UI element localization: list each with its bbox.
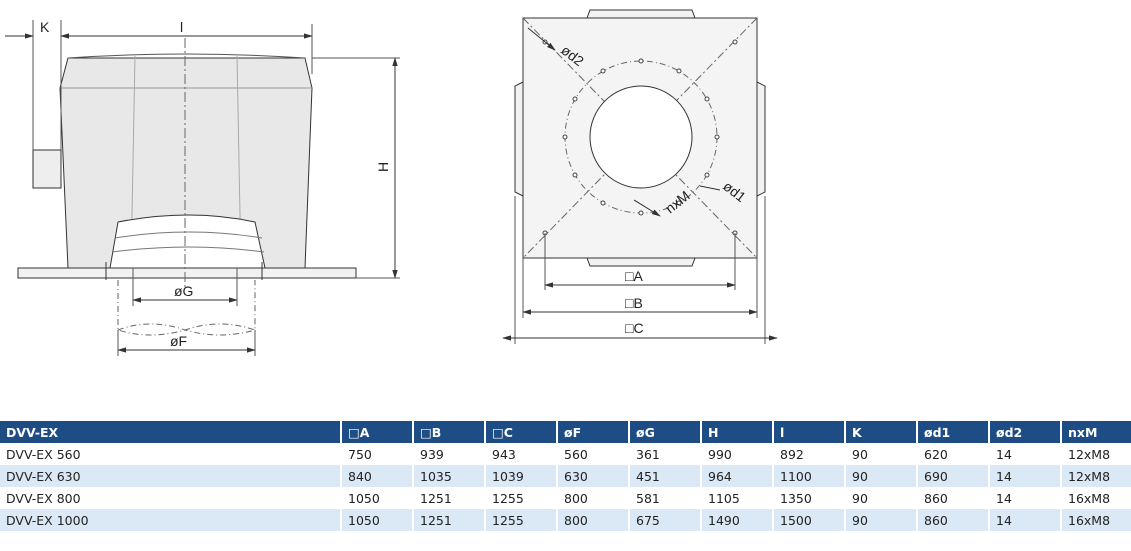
col-header-l: l <box>772 421 845 443</box>
table-cell: 12xM8 <box>1060 443 1131 465</box>
table-cell: 1100 <box>772 465 845 487</box>
table-cell: 620 <box>916 443 989 465</box>
col-header-d1: ød1 <box>916 421 989 443</box>
table-cell: 860 <box>916 487 989 509</box>
label-k: K <box>40 19 50 35</box>
table-cell: 1255 <box>484 487 557 509</box>
col-header-a: □A <box>340 421 413 443</box>
table-cell: 560 <box>556 443 629 465</box>
table-cell: 630 <box>556 465 629 487</box>
col-header-d2: ød2 <box>988 421 1061 443</box>
table-cell: DVV-EX 800 <box>0 487 341 509</box>
table-cell: 361 <box>628 443 701 465</box>
col-header-nxm: nxM <box>1060 421 1131 443</box>
table-cell: 1035 <box>412 465 485 487</box>
table-cell: 1251 <box>412 487 485 509</box>
table-cell: 451 <box>628 465 701 487</box>
top-view <box>502 9 778 344</box>
table-cell: 690 <box>916 465 989 487</box>
label-c: □C <box>625 320 644 336</box>
fan-opening <box>589 85 693 189</box>
table-cell: 1050 <box>340 509 413 531</box>
col-header-h: H <box>700 421 773 443</box>
label-g: øG <box>174 283 193 299</box>
table-cell: 90 <box>844 465 917 487</box>
table-cell: 1490 <box>700 509 773 531</box>
table-cell: 1105 <box>700 487 773 509</box>
label-l: l <box>180 19 183 35</box>
col-header-b: □B <box>412 421 485 443</box>
table-cell: 964 <box>700 465 773 487</box>
table-row: DVV-EX 630 840 1035 1039 630 451 964 110… <box>0 465 1131 487</box>
col-header-f: øF <box>556 421 629 443</box>
table-row: DVV-EX 800 1050 1251 1255 800 581 1105 1… <box>0 487 1131 509</box>
table-cell: 12xM8 <box>1060 465 1131 487</box>
col-header-model: DVV-EX <box>0 421 341 443</box>
col-header-c: □C <box>484 421 557 443</box>
table-cell: DVV-EX 560 <box>0 443 341 465</box>
table-cell: 750 <box>340 443 413 465</box>
table-cell: DVV-EX 630 <box>0 465 341 487</box>
table-cell: 1039 <box>484 465 557 487</box>
table-cell: 1255 <box>484 509 557 531</box>
dimensions-table: DVV-EX □A □B □C øF øG H l K ød1 ød2 nxM … <box>0 421 1131 531</box>
motor-box <box>32 149 62 189</box>
base-plate <box>17 267 357 279</box>
table-cell: 1500 <box>772 509 845 531</box>
label-h: H <box>375 162 391 172</box>
label-a: □A <box>625 268 643 284</box>
table-cell: 581 <box>628 487 701 509</box>
table-cell: 14 <box>988 487 1061 509</box>
table-cell: 16xM8 <box>1060 487 1131 509</box>
inlet-ring <box>109 214 266 269</box>
table-cell: 990 <box>700 443 773 465</box>
table-cell: 943 <box>484 443 557 465</box>
table-cell: 90 <box>844 487 917 509</box>
table-cell: 90 <box>844 443 917 465</box>
table-row: DVV-EX 1000 1050 1251 1255 800 675 1490 … <box>0 509 1131 531</box>
table-cell: 860 <box>916 509 989 531</box>
table-cell: 800 <box>556 509 629 531</box>
table-cell: 90 <box>844 509 917 531</box>
table-cell: 800 <box>556 487 629 509</box>
technical-drawing: K l H øG øF <box>5 9 778 356</box>
table-cell: 1350 <box>772 487 845 509</box>
table-cell: 14 <box>988 465 1061 487</box>
table-cell: 840 <box>340 465 413 487</box>
col-header-g: øG <box>628 421 701 443</box>
table-cell: 675 <box>628 509 701 531</box>
table-row: DVV-EX 560 750 939 943 560 361 990 892 9… <box>0 443 1131 465</box>
table-cell: 939 <box>412 443 485 465</box>
table-cell: 16xM8 <box>1060 509 1131 531</box>
col-header-k: K <box>844 421 917 443</box>
table-cell: DVV-EX 1000 <box>0 509 341 531</box>
table-header-row: DVV-EX □A □B □C øF øG H l K ød1 ød2 nxM <box>0 421 1131 443</box>
table-cell: 1251 <box>412 509 485 531</box>
table-cell: 1050 <box>340 487 413 509</box>
label-b: □B <box>625 295 643 311</box>
table-cell: 14 <box>988 443 1061 465</box>
table-cell: 892 <box>772 443 845 465</box>
label-f: øF <box>170 333 187 349</box>
table-cell: 14 <box>988 509 1061 531</box>
side-view <box>5 20 400 356</box>
